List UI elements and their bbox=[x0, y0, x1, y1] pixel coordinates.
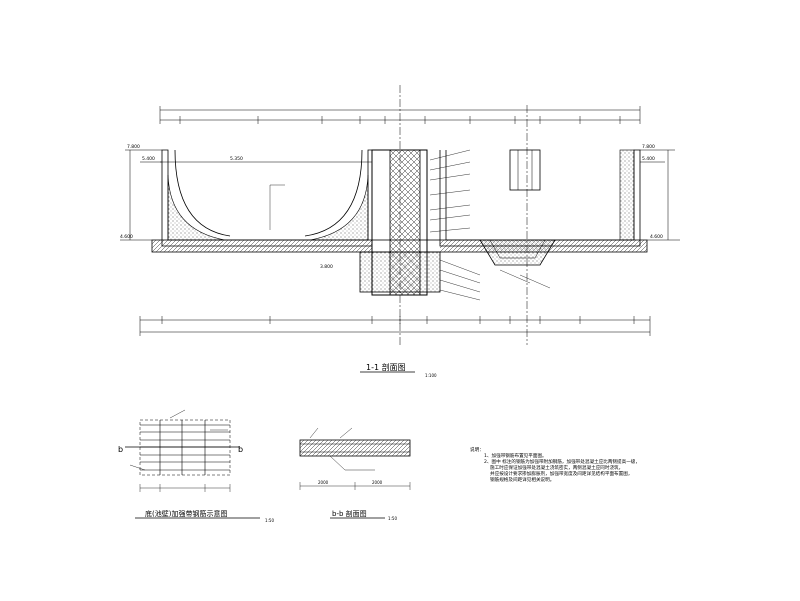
level-sump: 3.800 bbox=[320, 264, 333, 270]
notes-block: 说明： 1、加强带钢筋布置见平面图。 2、图中 标注的钢筋为加强带附加钢筋，加强… bbox=[470, 448, 670, 484]
notes-line-4: 并应按设计要求掺加膨胀剂，加强带宽度及间距详见结构平面布置图， bbox=[490, 472, 633, 477]
main-section bbox=[120, 85, 680, 373]
sump-pit-inner bbox=[489, 239, 546, 259]
level-water-left: 5.400 bbox=[142, 156, 155, 162]
notes-line-2: 2、图中 标注的钢筋为加强带附加钢筋，加强带处混凝土应比两侧提高一级， bbox=[484, 460, 640, 465]
level-water-right: 5.400 bbox=[642, 156, 655, 162]
detail-b-dim-1: 2000 bbox=[318, 480, 329, 485]
right-basin-wall bbox=[439, 149, 641, 247]
level-bottom-right: 4.600 bbox=[650, 234, 663, 240]
center-column-base bbox=[359, 251, 441, 293]
notes-line-5: 钢筋规格及间距详见相关说明。 bbox=[490, 478, 555, 483]
detail-b-dim-2: 2000 bbox=[372, 480, 383, 485]
bottom-dimension-chain bbox=[139, 316, 651, 336]
left-basin-fill-right bbox=[309, 174, 369, 241]
detail-a-mark-left: b bbox=[118, 445, 123, 454]
left-basin-curve-right bbox=[304, 149, 363, 237]
callout-leaders bbox=[269, 149, 551, 301]
level-top-right: 7.800 bbox=[642, 144, 655, 150]
detail-a-scale: 1:50 bbox=[265, 518, 274, 523]
detail-b-title: b-b 剖面图 bbox=[332, 509, 367, 518]
detail-b-scale: 1:50 bbox=[388, 516, 397, 521]
left-basin-curve-left bbox=[174, 149, 231, 237]
detail-b bbox=[299, 427, 411, 519]
detail-a-mark-right: b bbox=[238, 445, 243, 454]
level-bottom: 4.600 bbox=[120, 234, 133, 240]
bottom-slab-fill-left bbox=[152, 240, 372, 252]
right-wall-fill bbox=[619, 149, 635, 241]
main-section-scale: 1:100 bbox=[425, 373, 437, 378]
level-markers bbox=[120, 149, 680, 241]
level-top-left: 7.800 bbox=[127, 144, 140, 150]
notes-line-3: 施工时应保证加强带处混凝土浇筑密实，两侧混凝土应同时浇筑， bbox=[490, 466, 624, 471]
detail-a-title: 底(池壁)加强带钢筋示意图 bbox=[145, 509, 227, 518]
notes-line-1: 1、加强带钢筋布置见平面图。 bbox=[484, 454, 547, 459]
notes-heading: 说明： bbox=[470, 448, 484, 453]
right-pipe-box bbox=[509, 149, 541, 191]
left-basin-fill-left bbox=[167, 174, 226, 241]
sump-pit bbox=[479, 239, 556, 266]
main-section-title: 1-1 剖面图 bbox=[366, 362, 406, 372]
level-water-mid: 5.350 bbox=[230, 156, 243, 162]
detail-a bbox=[125, 409, 260, 519]
